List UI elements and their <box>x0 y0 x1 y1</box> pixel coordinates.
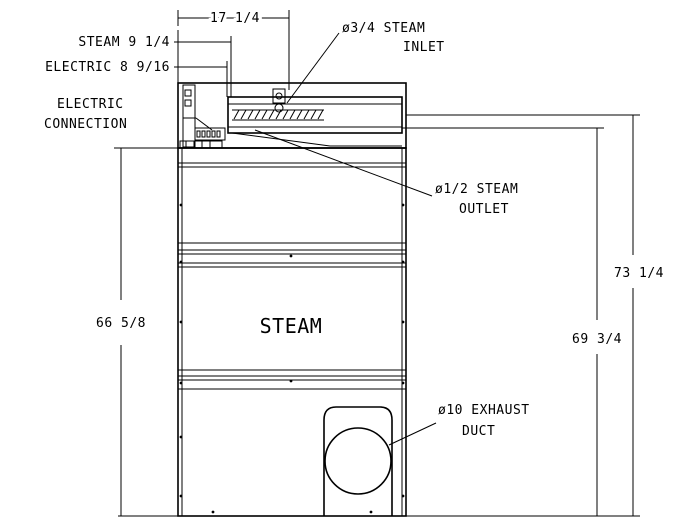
panel-seam-1 <box>177 242 407 251</box>
callout-electric-1: ELECTRIC <box>57 97 124 112</box>
dim-height-outlet: 69 3/4 <box>572 332 622 347</box>
dim-electric-offset: ELECTRIC 8 9/16 <box>45 60 170 75</box>
rivets <box>179 203 405 514</box>
dim-steam-offset: STEAM 9 1/4 <box>78 35 170 50</box>
dimension-lines <box>114 10 640 517</box>
callout-steam-outlet-1: ø1/2 STEAM <box>435 182 518 197</box>
steam-coil-box <box>227 96 403 134</box>
panel-label: STEAM <box>260 314 323 338</box>
electric-box <box>179 84 226 149</box>
steam-coil-fins <box>232 109 324 121</box>
machine-body <box>177 82 407 517</box>
callout-steam-inlet-2: INLET <box>403 40 445 55</box>
callout-exhaust-1: ø10 EXHAUST <box>438 403 530 418</box>
exhaust-duct-circle <box>324 427 392 495</box>
callout-steam-outlet-2: OUTLET <box>459 202 509 217</box>
dim-top-offset: 17 1/4 <box>210 11 260 26</box>
callout-exhaust-2: DUCT <box>462 424 495 439</box>
leader-lines <box>183 32 437 446</box>
dim-overall-height: 73 1/4 <box>614 266 664 281</box>
panel-seam-2 <box>177 369 407 377</box>
callout-steam-inlet-1: ø3/4 STEAM <box>342 21 425 36</box>
steam-inlet-fitting <box>272 88 286 104</box>
dim-height-cabinet: 66 5/8 <box>96 316 146 331</box>
callout-electric-2: CONNECTION <box>44 117 127 132</box>
exhaust-duct-housing <box>323 406 393 516</box>
